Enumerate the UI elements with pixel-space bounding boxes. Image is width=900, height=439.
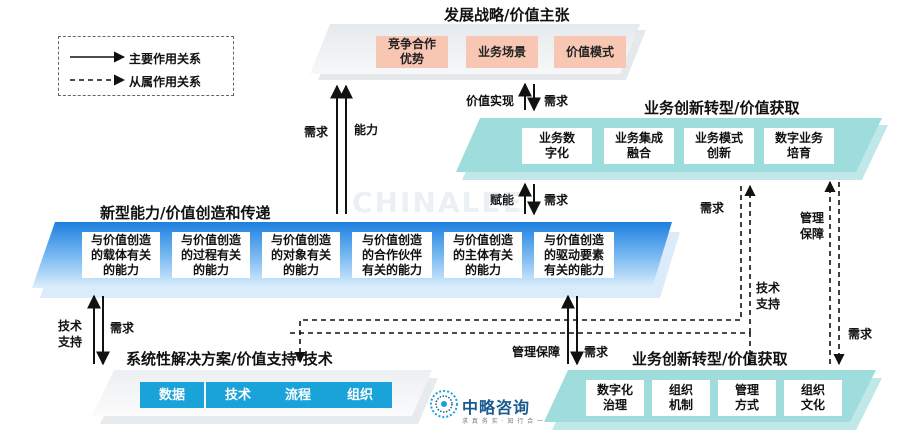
solution-item-4: 组织 — [328, 382, 392, 408]
label-tech-support-right: 技术 支持 — [756, 281, 781, 311]
capability-title: 新型能力/价值创造和传递 — [100, 204, 271, 222]
strategy-item-1: 竞争合作 优势 — [376, 36, 448, 68]
watermark-text: CHINALEE — [352, 186, 524, 219]
solution-item-1: 数据 — [140, 382, 204, 408]
capability-item-6: 与价值创造 的驱动要素 有关的能力 — [534, 232, 614, 278]
capability-item-5: 与价值创造 的主体有关 的能力 — [444, 232, 522, 278]
transform-bottom-title: 业务创新转型/价值获取 — [632, 350, 788, 368]
label-demand-right: 需求 — [700, 201, 725, 215]
strategy-item-3: 价值模式 — [554, 36, 626, 68]
legend-primary-label: 主要作用关系 — [129, 52, 202, 66]
capability-item-1: 与价值创造 的载体有关 的能力 — [82, 232, 160, 278]
label-mgmt-guarantee-bottom: 管理保障 — [512, 345, 561, 359]
legend-secondary-label: 从属作用关系 — [129, 75, 202, 89]
solution-title: 系统性解决方案/价值支持-技术 — [126, 350, 333, 368]
label-demand-bottom: 需求 — [584, 345, 609, 359]
logo-mark-icon — [430, 390, 458, 418]
transform-top-item-4: 数字业务 培育 — [764, 128, 834, 164]
capability-item-2: 与价值创造 的过程有关 的能力 — [172, 232, 250, 278]
label-capability-left: 能力 — [354, 123, 379, 137]
logo-tagline: 求 真 务 实 · 知 行 合 一 — [462, 418, 545, 425]
transform-bottom-item-2: 组织 机制 — [652, 380, 710, 416]
label-value-realize: 价值实现 — [466, 94, 515, 108]
transform-top-item-2: 业务集成 融合 — [604, 128, 674, 164]
transform-bottom-item-3: 管理 方式 — [718, 380, 776, 416]
logo-name: 中略咨询 — [462, 398, 531, 417]
label-tech-support-left: 技术 支持 — [58, 319, 83, 349]
label-empower: 赋能 — [490, 193, 515, 207]
label-demand-mid2: 需求 — [544, 193, 569, 207]
label-demand-left: 需求 — [304, 125, 329, 139]
dashed-arrow-transform-to-solution — [294, 186, 742, 364]
strategy-item-2: 业务场景 — [466, 36, 538, 68]
transform-bottom-item-1: 数字化 治理 — [586, 380, 644, 416]
transform-top-item-3: 业务模式 创新 — [684, 128, 754, 164]
transform-top-title: 业务创新转型/价值获取 — [644, 99, 800, 117]
transform-top-item-1: 业务数 字化 — [522, 128, 592, 164]
label-mgmt-guarantee-right: 管理 保障 — [800, 211, 825, 241]
transform-bottom-item-4: 组织 文化 — [784, 380, 842, 416]
capability-item-4: 与价值创造 的合作伙伴 有关的能力 — [352, 232, 432, 278]
label-demand-left2: 需求 — [110, 321, 135, 335]
solution-item-2: 技术 — [206, 382, 270, 408]
label-demand-right2: 需求 — [848, 327, 873, 341]
capability-item-3: 与价值创造 的对象有关 的能力 — [262, 232, 340, 278]
label-demand-mid: 需求 — [544, 94, 569, 108]
solution-item-3: 流程 — [266, 382, 330, 408]
strategy-title: 发展战略/价值主张 — [444, 6, 570, 24]
legend: 主要作用关系 从属作用关系 — [58, 36, 234, 96]
